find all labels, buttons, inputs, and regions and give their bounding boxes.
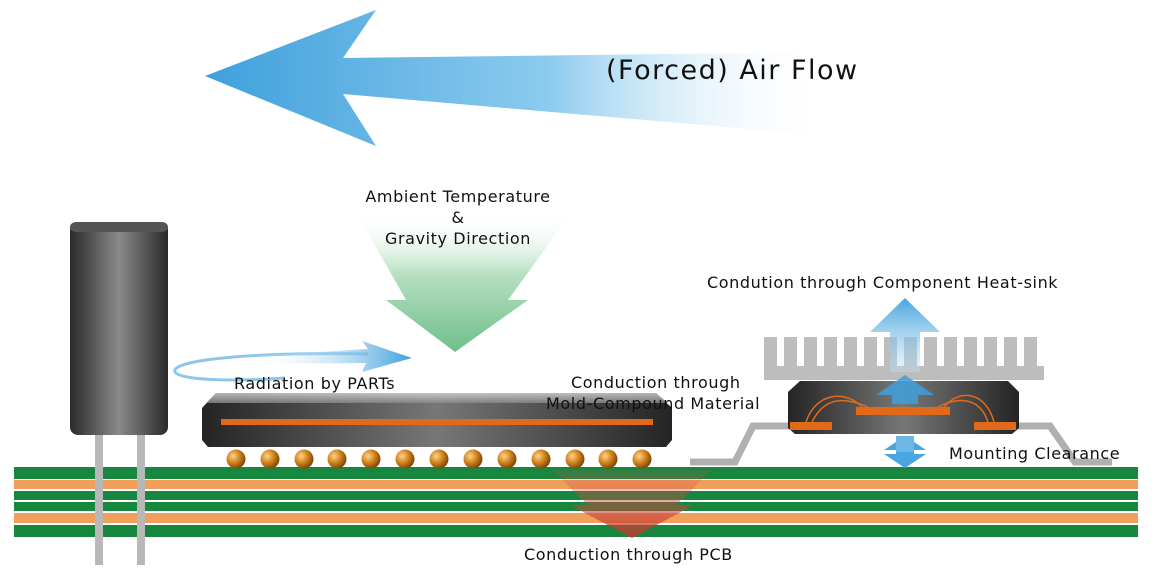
air-flow-label: (Forced) Air Flow [606,55,859,86]
heat-sink-label: Condution through Component Heat-sink [707,273,1059,292]
gravity-direction-label: Gravity Direction [384,229,531,248]
pcb-conduction-label: Conduction through PCB [524,545,733,564]
bga-package-icon [202,393,672,469]
ambient-ampersand-label: & [451,208,465,227]
heatsink-up-arrow [870,298,940,404]
mold-compound-label-line2: Mold-Compound Material [546,394,761,413]
ic-leads [690,422,1112,466]
solder-balls [226,449,652,469]
mounting-clearance-arrow [884,436,926,468]
pcb-conduction-arrow [552,470,712,538]
radiation-label: Radiation by PARTs [234,374,396,393]
capacitor-icon [70,222,168,565]
radiation-arrow [173,341,412,382]
ic-package-icon [788,381,1019,434]
mounting-clearance-label: Mounting Clearance [949,444,1121,463]
air-flow-arrow [205,10,830,146]
gravity-arrow [356,212,572,352]
ambient-temperature-label: Ambient Temperature [365,187,551,206]
heat-sink-icon [764,337,1044,380]
mold-compound-label-line1: Conduction through [571,373,741,392]
